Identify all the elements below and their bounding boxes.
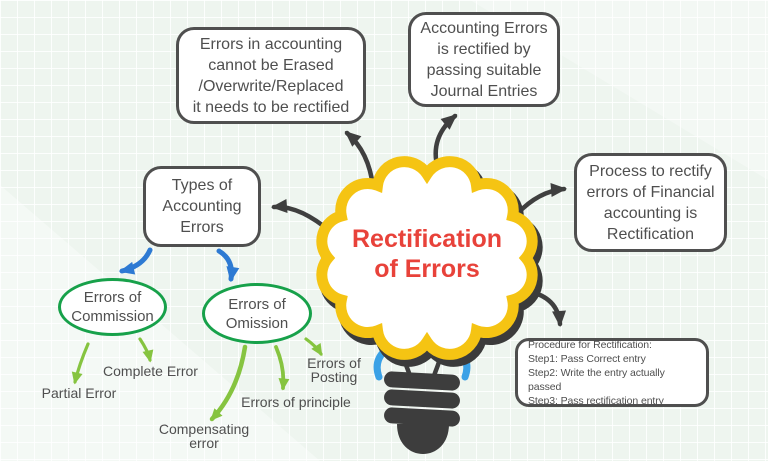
leaf-complete-error: Complete Error xyxy=(103,363,198,379)
arrow-omission-to-principle xyxy=(274,345,290,391)
screw-bar-3 xyxy=(384,407,460,427)
node-procedure-text: Procedure for Rectification: Step1: Pass… xyxy=(528,338,665,407)
node-types-text: Types of Accounting Errors xyxy=(162,177,242,236)
node-procedure-box: Procedure for Rectification: Step1: Pass… xyxy=(515,338,709,407)
node-types-box: Types of Accounting Errors xyxy=(143,166,261,247)
background-wedge-left xyxy=(0,185,320,461)
node-process-text: Process to rectify errors of Financial a… xyxy=(586,162,715,243)
arrow-omission-to-posting xyxy=(304,337,323,357)
leaf-errors-of-principle: Errors of principle xyxy=(241,394,351,410)
screw-bar-1 xyxy=(384,371,460,391)
arrow-brain-to-process xyxy=(514,183,567,217)
arrow-omission-to-compensating xyxy=(209,344,248,422)
node-process-box: Process to rectify errors of Financial a… xyxy=(574,153,727,252)
arrow-commission-to-partial xyxy=(71,342,90,385)
leaf-compensating-error: Compensating error xyxy=(158,421,250,451)
screw-bar-2 xyxy=(384,389,460,409)
arrow-types-to-commission xyxy=(119,247,153,275)
bulb-dome xyxy=(397,424,449,454)
central-title: Rectification of Errors xyxy=(351,225,503,283)
ellipse-commission: Errors of Commission xyxy=(58,278,167,336)
ellipse-omission: Errors of Omission xyxy=(202,283,312,344)
cloud-outline xyxy=(316,156,538,360)
brain-cloud-shape xyxy=(316,156,543,367)
leaf-errors-of-posting: Errors of Posting xyxy=(307,355,361,385)
arrow-commission-to-complete xyxy=(138,337,154,363)
node-erase-text: Errors in accounting cannot be Erased /O… xyxy=(192,35,350,116)
arrow-types-to-omission xyxy=(216,248,240,282)
node-journal-text: Accounting Errors is rectified by passin… xyxy=(420,19,548,100)
node-erase-box: Errors in accounting cannot be Erased /O… xyxy=(176,27,366,124)
node-journal-box: Accounting Errors is rectified by passin… xyxy=(408,12,560,107)
ellipse-commission-text: Errors of Commission xyxy=(71,289,154,325)
leaf-partial-error: Partial Error xyxy=(41,385,117,401)
ellipse-omission-text: Errors of Omission xyxy=(225,295,289,332)
